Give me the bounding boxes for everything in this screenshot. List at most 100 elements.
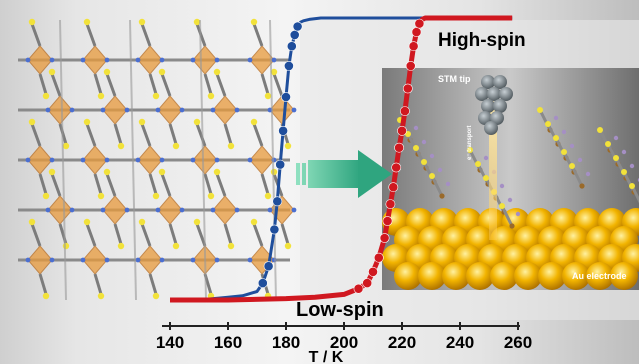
nitrogen-atom xyxy=(214,157,220,163)
nitrogen-atom xyxy=(190,257,196,263)
transport-beam xyxy=(489,110,497,240)
ligand-bond xyxy=(93,273,103,295)
sulfur-atom xyxy=(103,168,111,176)
series-1-line xyxy=(170,16,513,302)
sulfur-atom xyxy=(83,218,91,226)
lattice-column xyxy=(129,19,137,301)
film-bond xyxy=(630,185,639,204)
sulfur-atom xyxy=(28,18,36,26)
tip-atom xyxy=(493,75,507,89)
ligand-bond xyxy=(195,223,207,247)
tip-atom xyxy=(487,87,501,101)
series-2-point xyxy=(373,252,384,263)
ligand-bond xyxy=(113,123,123,145)
nitrogen-atom xyxy=(25,257,31,263)
series-1-point xyxy=(292,21,303,32)
series-2-point xyxy=(362,278,373,288)
film-atom xyxy=(561,129,567,135)
sulfur-atom xyxy=(284,142,292,150)
series-2-point xyxy=(399,106,410,116)
series-1-point xyxy=(278,125,288,136)
metal-octahedron xyxy=(212,95,238,125)
sulfur-atom xyxy=(42,192,50,200)
film-atom xyxy=(569,143,575,149)
sulfur-atom xyxy=(83,118,91,126)
metal-octahedron xyxy=(137,145,163,175)
nitrogen-atom xyxy=(135,57,141,63)
ligand-bond xyxy=(50,173,62,197)
nitrogen-atom xyxy=(25,57,31,63)
film-sulfur xyxy=(621,169,627,175)
x-tick-label: 220 xyxy=(388,333,416,352)
sulfur-atom xyxy=(264,92,272,100)
series-2-point xyxy=(382,216,393,226)
metal-octahedron xyxy=(102,195,128,225)
sulfur-atom xyxy=(250,118,258,126)
metal-octahedron xyxy=(192,145,218,175)
ligand-bond xyxy=(140,23,152,47)
lattice-column xyxy=(199,19,207,301)
x-tick-label: 260 xyxy=(504,333,532,352)
film-sulfur xyxy=(561,149,567,155)
nitrogen-atom xyxy=(135,157,141,163)
stm-tip-label: STM tip xyxy=(438,74,471,84)
metal-octahedron xyxy=(157,95,183,125)
ligand-bond xyxy=(30,123,42,147)
molecular-film-illustration xyxy=(397,107,639,229)
series-2-point xyxy=(385,199,396,209)
nitrogen-atom xyxy=(124,207,130,213)
ligand-bond xyxy=(215,73,227,97)
film-atom xyxy=(585,171,591,177)
sulfur-atom xyxy=(117,242,125,250)
tip-atom xyxy=(484,121,498,135)
film-atom xyxy=(553,115,559,121)
series-2-point xyxy=(397,125,407,136)
metal-octahedron xyxy=(27,45,53,75)
sulfur-atom xyxy=(28,118,36,126)
low-spin-label: Low-spin xyxy=(296,299,384,321)
film-atom xyxy=(429,153,435,159)
nitrogen-atom xyxy=(80,257,86,263)
nitrogen-atom xyxy=(210,107,216,113)
sulfur-atom xyxy=(250,18,258,26)
nitrogen-atom xyxy=(159,257,165,263)
nitrogen-atom xyxy=(104,57,110,63)
nitrogen-atom xyxy=(190,157,196,163)
film-bond xyxy=(500,205,514,227)
metal-octahedron xyxy=(269,95,295,125)
ligand-bond xyxy=(93,173,103,195)
ligand-bond xyxy=(38,73,48,95)
high-spin-label: High-spin xyxy=(438,30,526,51)
ligand-bond xyxy=(203,73,213,95)
nitrogen-atom xyxy=(80,157,86,163)
metal-octahedron xyxy=(137,45,163,75)
gold-atom xyxy=(610,262,638,290)
nitrogen-atom xyxy=(247,157,253,163)
series-2-point xyxy=(394,142,404,153)
sulfur-atom xyxy=(213,68,221,76)
electrode-label: Au electrode xyxy=(572,271,627,281)
sulfur-atom xyxy=(207,192,215,200)
film-atom xyxy=(577,157,583,163)
metal-octahedron xyxy=(82,245,108,275)
tip-atom xyxy=(493,99,507,113)
ligand-bond xyxy=(148,273,158,295)
sulfur-atom xyxy=(213,168,221,176)
metal-octahedron xyxy=(27,245,53,275)
ligand-bond xyxy=(50,73,62,97)
ligand-bond xyxy=(148,173,158,195)
metal-octahedron xyxy=(82,145,108,175)
series-1-point xyxy=(272,196,283,207)
ligand-bond xyxy=(252,23,264,47)
sulfur-atom xyxy=(83,18,91,26)
film-atom xyxy=(613,135,619,141)
nitrogen-atom xyxy=(104,157,110,163)
nitrogen-atom xyxy=(291,207,297,213)
gold-atom xyxy=(442,262,470,290)
ligand-bond xyxy=(30,23,42,47)
sulfur-atom xyxy=(42,292,50,300)
metal-octahedron xyxy=(137,245,163,275)
nitrogen-atom xyxy=(179,207,185,213)
nitrogen-atom xyxy=(80,57,86,63)
